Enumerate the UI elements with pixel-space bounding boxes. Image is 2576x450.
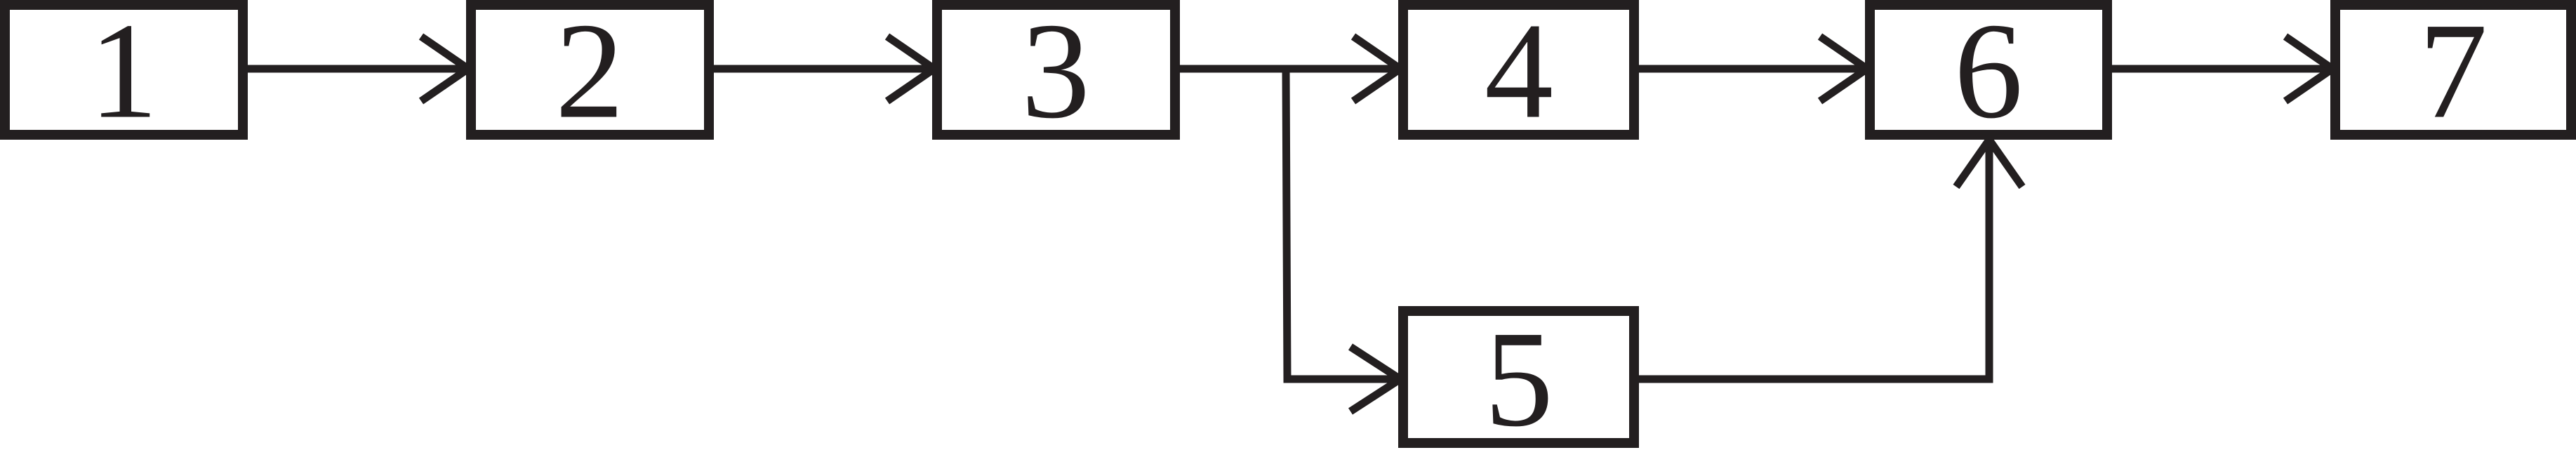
node-box [1398, 0, 1639, 140]
edge-4-to-6 [1634, 33, 1874, 105]
node-6: 6 [1865, 0, 2112, 147]
edge-2-to-3 [709, 33, 941, 105]
edge-5-to-6 [1634, 133, 2026, 383]
node-box [2330, 0, 2576, 140]
node-box [466, 0, 714, 140]
node-label: 4 [1485, 0, 1553, 147]
node-label: 7 [2419, 0, 2488, 147]
node-label: 3 [1021, 0, 1090, 147]
node-1: 1 [0, 0, 248, 147]
node-box [1398, 306, 1639, 448]
node-box [1865, 0, 2112, 140]
node-2: 2 [466, 0, 714, 147]
node-box [0, 0, 248, 140]
node-label: 5 [1485, 303, 1553, 450]
edge-6-to-7 [2107, 33, 2339, 105]
edge-3-to-5 [1282, 68, 1408, 415]
node-3: 3 [932, 0, 1180, 147]
node-7: 7 [2330, 0, 2576, 147]
node-5: 5 [1398, 303, 1639, 450]
node-label: 2 [555, 0, 624, 147]
node-box [932, 0, 1180, 140]
node-label: 6 [1954, 0, 2023, 147]
node-label: 1 [89, 0, 158, 147]
edge-1-to-2 [243, 33, 475, 105]
node-4: 4 [1398, 0, 1639, 147]
